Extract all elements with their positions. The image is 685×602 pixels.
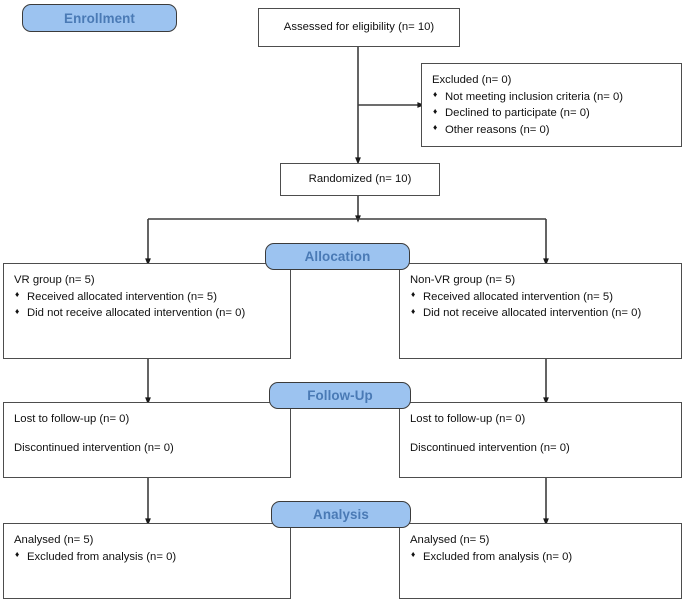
assessed-text: Assessed for eligibility (n= 10) bbox=[283, 21, 435, 34]
stage-label-followup: Follow-Up bbox=[269, 382, 411, 409]
box-allocation-non-vr-group: Non-VR group (n= 5) Received allocated i… bbox=[399, 263, 682, 359]
stage-label-enrollment: Enrollment bbox=[22, 4, 177, 32]
vr-group-item-list: Received allocated intervention (n= 5) D… bbox=[14, 289, 280, 321]
vr-discontinued-intervention: Discontinued intervention (n= 0) bbox=[14, 441, 174, 454]
randomized-text: Randomized (n= 10) bbox=[308, 173, 412, 186]
non-vr-group-title: Non-VR group (n= 5) bbox=[410, 274, 516, 286]
non-vr-analysis-item-list: Excluded from analysis (n= 0) bbox=[410, 549, 671, 565]
box-randomized: Randomized (n= 10) bbox=[280, 163, 440, 196]
non-vr-group-item-list: Received allocated intervention (n= 5) D… bbox=[410, 289, 671, 321]
box-assessed-for-eligibility: Assessed for eligibility (n= 10) bbox=[258, 8, 460, 47]
box-followup-vr-group: Lost to follow-up (n= 0) Discontinued in… bbox=[3, 402, 291, 478]
box-excluded: Excluded (n= 0) Not meeting inclusion cr… bbox=[421, 63, 682, 147]
vr-group-title: VR group (n= 5) bbox=[14, 274, 95, 286]
list-item: Excluded from analysis (n= 0) bbox=[14, 549, 280, 565]
excluded-reason-list: Not meeting inclusion criteria (n= 0) De… bbox=[432, 89, 671, 138]
list-item: Excluded from analysis (n= 0) bbox=[410, 549, 671, 565]
box-allocation-vr-group: VR group (n= 5) Received allocated inter… bbox=[3, 263, 291, 359]
vr-analysis-item-list: Excluded from analysis (n= 0) bbox=[14, 549, 280, 565]
non-vr-lost-to-followup: Lost to follow-up (n= 0) bbox=[410, 413, 526, 425]
non-vr-discontinued-intervention: Discontinued intervention (n= 0) bbox=[410, 441, 570, 454]
list-item: Declined to participate (n= 0) bbox=[432, 106, 671, 121]
box-analysis-vr-group: Analysed (n= 5) Excluded from analysis (… bbox=[3, 523, 291, 599]
box-analysis-non-vr-group: Analysed (n= 5) Excluded from analysis (… bbox=[399, 523, 682, 599]
list-item: Did not receive allocated intervention (… bbox=[410, 306, 671, 321]
list-item: Received allocated intervention (n= 5) bbox=[410, 289, 671, 305]
vr-analysed-title: Analysed (n= 5) bbox=[14, 534, 94, 546]
list-item: Received allocated intervention (n= 5) bbox=[14, 289, 280, 305]
excluded-title: Excluded (n= 0) bbox=[432, 74, 512, 86]
box-followup-non-vr-group: Lost to follow-up (n= 0) Discontinued in… bbox=[399, 402, 682, 478]
list-item: Did not receive allocated intervention (… bbox=[14, 306, 280, 321]
stage-label-allocation: Allocation bbox=[265, 243, 410, 270]
stage-label-analysis: Analysis bbox=[271, 501, 411, 528]
non-vr-analysed-title: Analysed (n= 5) bbox=[410, 534, 490, 546]
list-item: Not meeting inclusion criteria (n= 0) bbox=[432, 89, 671, 105]
vr-lost-to-followup: Lost to follow-up (n= 0) bbox=[14, 413, 130, 425]
list-item: Other reasons (n= 0) bbox=[432, 122, 671, 138]
